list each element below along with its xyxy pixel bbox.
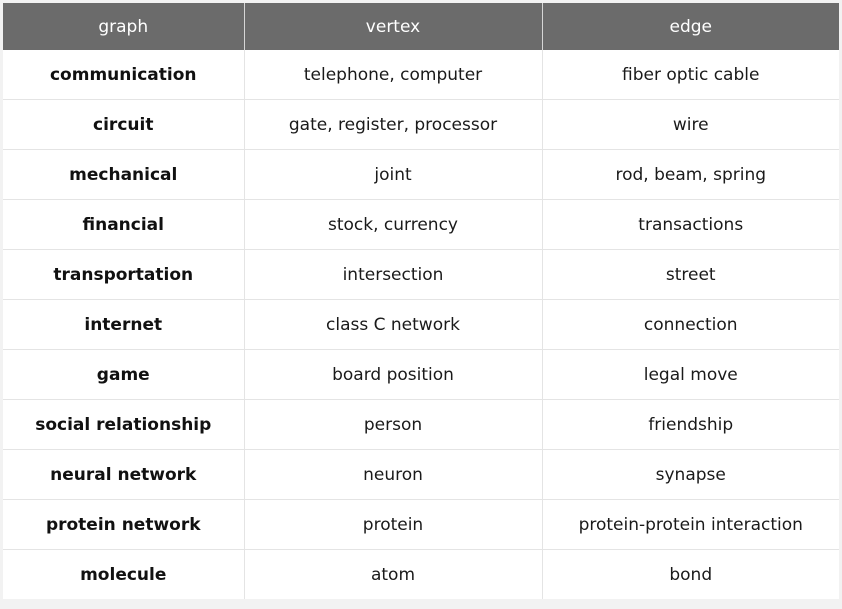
table-row: mechanical joint rod, beam, spring: [3, 149, 839, 200]
table-header-row: graph vertex edge: [3, 3, 839, 50]
cell-graph: internet: [3, 299, 244, 350]
cell-graph: transportation: [3, 249, 244, 300]
cell-vertex: telephone, computer: [243, 50, 542, 100]
graph-applications-table: graph vertex edge communication telephon…: [3, 3, 839, 599]
cell-vertex: board position: [243, 349, 542, 400]
cell-edge: bond: [541, 549, 839, 599]
cell-graph: social relationship: [3, 399, 244, 450]
cell-edge: street: [541, 249, 839, 300]
cell-graph: mechanical: [3, 149, 244, 200]
cell-graph: communication: [49, 64, 197, 85]
cell-graph: neural network: [3, 449, 244, 500]
table-row: transportation intersection street: [3, 249, 839, 300]
cell-graph: circuit: [3, 99, 244, 150]
cell-vertex: gate, register, processor: [243, 99, 542, 150]
cell-edge: wire: [541, 99, 839, 150]
cell-vertex: class C network: [243, 299, 542, 350]
cell-edge: connection: [541, 299, 839, 350]
cell-vertex: atom: [243, 549, 542, 599]
cell-vertex: person: [243, 399, 542, 450]
table-row: game board position legal move: [3, 349, 839, 400]
cell-graph: protein network: [3, 499, 244, 550]
header-edge: edge: [541, 3, 839, 50]
cell-vertex: neuron: [243, 449, 542, 500]
table-row: communication telephone, computer fiber …: [3, 50, 839, 100]
cell-edge: legal move: [541, 349, 839, 400]
cell-edge: synapse: [541, 449, 839, 500]
cell-vertex: protein: [243, 499, 542, 550]
header-graph: graph: [3, 3, 244, 50]
cell-graph: molecule: [3, 549, 244, 599]
table-row: internet class C network connection: [3, 299, 839, 350]
table-row: protein network protein protein-protein …: [3, 499, 839, 550]
cell-edge: friendship: [541, 399, 839, 450]
table-row: financial stock, currency transactions: [3, 199, 839, 250]
table-row: molecule atom bond: [3, 549, 839, 599]
cell-graph: game: [3, 349, 244, 400]
cell-edge: transactions: [541, 199, 839, 250]
cell-vertex: stock, currency: [243, 199, 542, 250]
cell-vertex: intersection: [243, 249, 542, 300]
cell-edge: protein-protein interaction: [541, 499, 839, 550]
cell-edge: rod, beam, spring: [541, 149, 839, 200]
cell-graph: financial: [3, 199, 244, 250]
cell-vertex: joint: [243, 149, 542, 200]
header-vertex: vertex: [243, 3, 542, 50]
table-row: neural network neuron synapse: [3, 449, 839, 500]
table-row: social relationship person friendship: [3, 399, 839, 450]
cell-edge: fiber optic cable: [541, 50, 839, 100]
table-row: circuit gate, register, processor wire: [3, 99, 839, 150]
